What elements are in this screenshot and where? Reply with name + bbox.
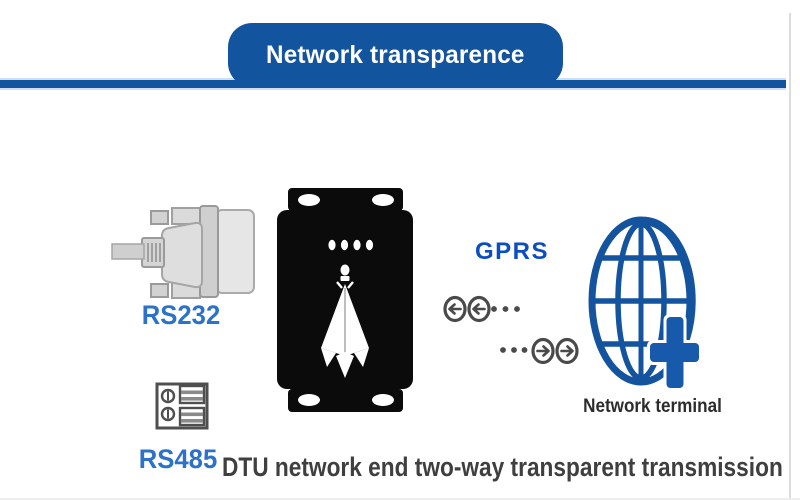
page-title: Network transparence xyxy=(266,40,525,69)
network-terminal-label: Network terminal xyxy=(583,396,722,417)
globe-plus-icon xyxy=(588,216,702,391)
status-led-dots xyxy=(328,239,374,251)
rs485-terminal-block-icon xyxy=(155,382,209,430)
two-way-signal-arrows-icon xyxy=(443,295,579,365)
gprs-label: GPRS xyxy=(474,238,549,265)
rs485-label: RS485 xyxy=(138,444,218,474)
plus-badge xyxy=(647,314,702,391)
paper-plane-logo xyxy=(321,264,369,378)
bottom-edge-rule xyxy=(0,498,800,500)
header-banner: Network transparence xyxy=(228,23,563,87)
caption-text: DTU network end two-way transparent tran… xyxy=(222,452,783,482)
right-edge-rule xyxy=(789,13,791,500)
rs232-label: RS232 xyxy=(141,300,221,330)
rs232-serial-connector-icon xyxy=(111,205,255,299)
dtu-device-icon xyxy=(277,188,413,412)
